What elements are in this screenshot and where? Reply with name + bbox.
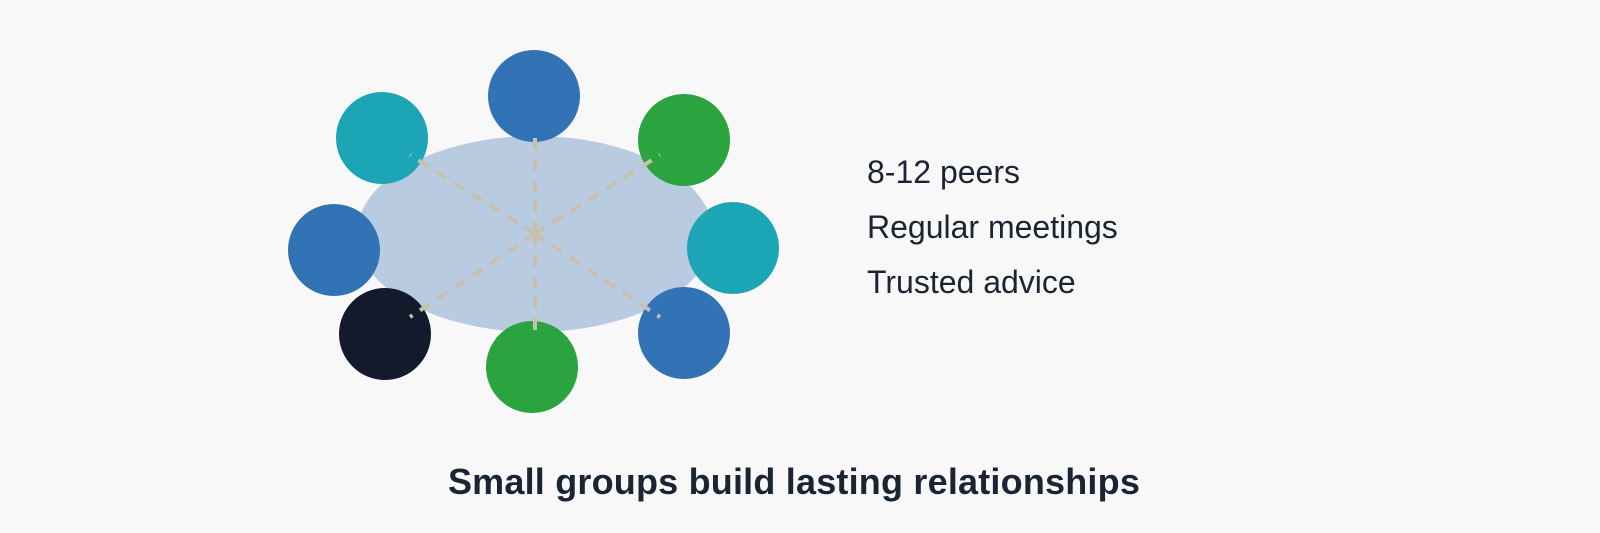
spoke-line-down-left	[408, 232, 537, 319]
peer-circle-bottom-right	[638, 287, 730, 379]
peer-circle-bottom	[486, 321, 578, 413]
peers-count-text: 8-12 peers	[867, 154, 1020, 190]
advice-text: Trusted advice	[867, 264, 1076, 300]
peer-circle-bottom-left	[339, 288, 431, 380]
peer-circle-top	[488, 50, 580, 142]
spoke-line-up-right	[533, 153, 662, 236]
info-list: 8-12 peers Regular meetings Trusted advi…	[867, 145, 1118, 310]
caption: Small groups build lasting relationships	[447, 461, 1141, 502]
peer-circle-right	[687, 202, 779, 294]
meetings-text: Regular meetings	[867, 209, 1118, 245]
peer-circle-top-right	[638, 94, 730, 186]
peer-circle-top-left	[336, 92, 428, 184]
peer-circle-left	[288, 204, 380, 296]
spoke-line-up-left	[408, 153, 537, 236]
spoke-line-down-right	[533, 232, 662, 319]
